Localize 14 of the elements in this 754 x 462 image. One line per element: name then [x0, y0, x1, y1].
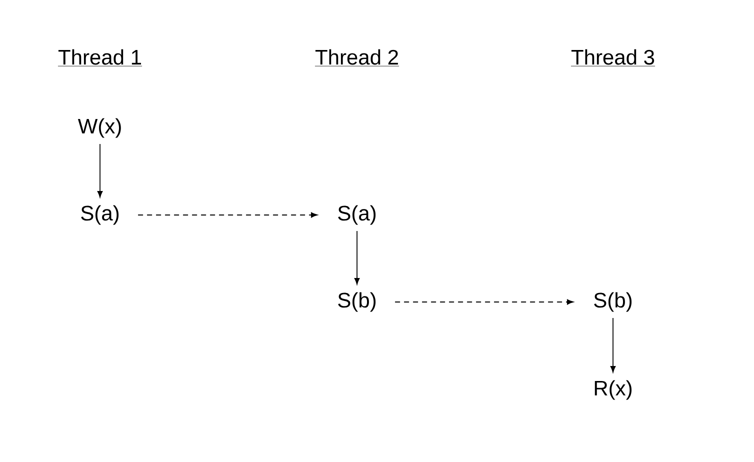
event-label: S(b) [338, 292, 376, 312]
arrow [394, 299, 574, 305]
column-heading: Thread 2 [314, 49, 400, 66]
arrow [138, 212, 318, 218]
event-label: S(b) [594, 292, 632, 312]
event-label: W(x) [78, 118, 121, 138]
event-label: R(x) [594, 380, 632, 400]
column-heading: Thread 3 [570, 49, 656, 66]
arrow [97, 144, 103, 198]
arrow [610, 318, 616, 373]
arrow [354, 230, 360, 285]
column-heading: Thread 1 [58, 49, 142, 66]
event-label: S(a) [81, 205, 119, 225]
event-label: S(a) [338, 205, 376, 225]
